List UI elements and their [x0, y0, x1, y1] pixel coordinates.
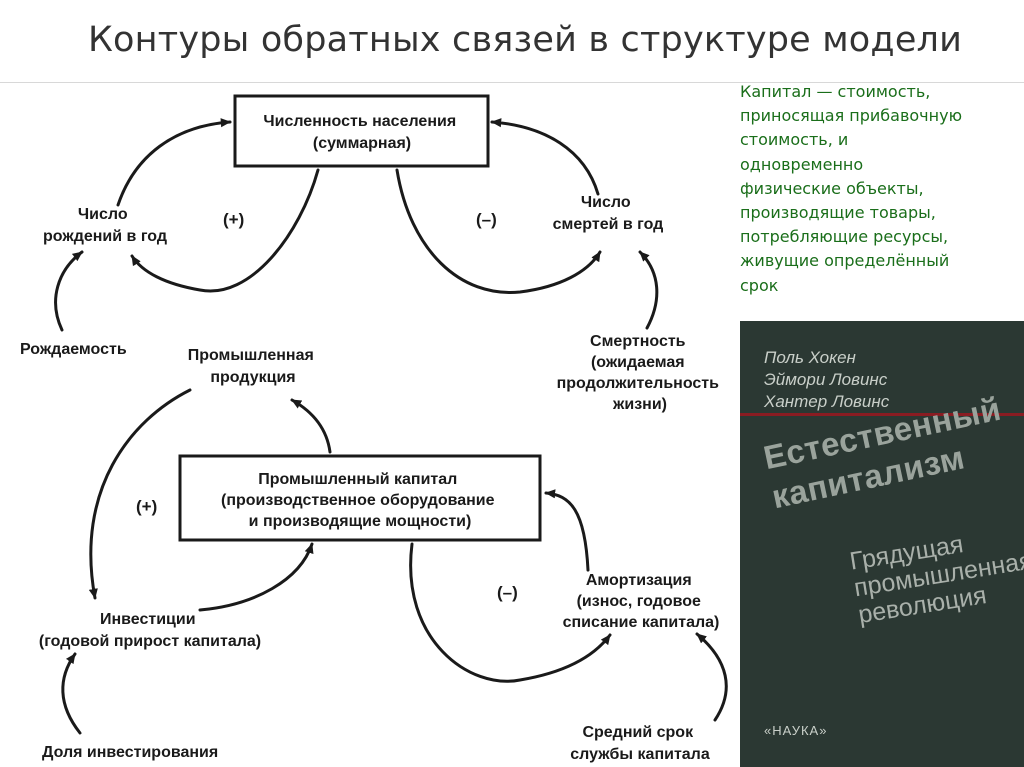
depreciation-label: Амортизация (износ, годовое списание кап… — [563, 572, 720, 631]
book-author: Эймори Ловинс — [764, 369, 889, 391]
mortality-line: (ожидаемая — [591, 354, 685, 371]
arrow-births-to-population — [118, 122, 230, 205]
population-label: Численность населения (суммарная) — [263, 113, 460, 152]
arrow-deaths-to-population — [492, 122, 598, 194]
fertility-label: Рождаемость — [20, 341, 127, 358]
mortality-line: продолжительность — [557, 375, 720, 392]
investment-loop-sign: (+) — [136, 497, 157, 516]
note-line: приносящая прибавочную — [740, 104, 1020, 128]
arrow-mortality-to-deaths — [640, 252, 657, 328]
book-authors: Поль Хокен Эймори Ловинс Хантер Ловинс — [764, 347, 889, 413]
feedback-loop-diagram: Численность населения (суммарная) Число … — [0, 0, 740, 767]
depreciation-loop-sign: (–) — [497, 583, 518, 602]
note-line: стоимость, и — [740, 128, 1020, 152]
industrial-output-line: продукция — [210, 369, 295, 386]
investment-label: Инвестиции (годовой прирост капитала) — [39, 611, 261, 650]
arrow-fertility-to-births — [56, 252, 82, 330]
arrow-depreciation-to-capital — [546, 493, 588, 570]
mortality-line: Смертность — [590, 333, 686, 350]
book-author: Хантер Ловинс — [764, 391, 889, 413]
note-line: срок — [740, 274, 1020, 298]
capital-lifetime-label: Средний срок службы капитала — [570, 724, 710, 763]
industrial-capital-line: Промышленный капитал — [258, 471, 457, 488]
industrial-output-line: Промышленная — [188, 347, 314, 364]
book-author: Поль Хокен — [764, 347, 889, 369]
note-line: одновременно — [740, 153, 1020, 177]
arrow-lifetime-to-depreciation — [697, 634, 726, 720]
arrow-capital-to-depreciation — [411, 544, 610, 681]
population-line: Численность населения — [263, 113, 456, 130]
depreciation-line: списание капитала) — [563, 614, 720, 631]
note-line: производящие товары, — [740, 201, 1020, 225]
book-publisher: «НАУКА» — [764, 723, 827, 738]
deaths-line: смертей в год — [553, 216, 664, 233]
capital-definition-note: Капитал — стоимость, приносящая прибавоч… — [740, 80, 1020, 298]
deaths-label: Число смертей в год — [553, 194, 664, 233]
investment-rate-label: Доля инвестирования — [42, 744, 218, 761]
note-line: живущие определённый — [740, 249, 1020, 273]
deaths-loop-sign: (–) — [476, 210, 497, 229]
births-line: Число — [78, 206, 128, 223]
investment-line: (годовой прирост капитала) — [39, 633, 261, 650]
industrial-capital-line: (производственное оборудование — [221, 492, 495, 509]
population-box — [235, 96, 488, 166]
births-loop-sign: (+) — [223, 210, 244, 229]
arrow-output-to-investment — [91, 390, 190, 598]
deaths-line: Число — [581, 194, 631, 211]
arrow-investment-rate-to-investment — [63, 654, 80, 733]
arrow-capital-to-output — [292, 400, 330, 452]
industrial-capital-label: Промышленный капитал (производственное о… — [221, 471, 499, 530]
investment-line: Инвестиции — [100, 611, 196, 628]
arrow-investment-to-capital — [200, 544, 312, 610]
capital-lifetime-line: службы капитала — [570, 746, 710, 763]
capital-lifetime-line: Средний срок — [582, 724, 694, 741]
industrial-capital-line: и производящие мощности) — [249, 513, 472, 530]
note-line: Капитал — стоимость, — [740, 80, 1020, 104]
depreciation-line: Амортизация — [586, 572, 692, 589]
note-line: физические объекты, — [740, 177, 1020, 201]
mortality-line: жизни) — [612, 396, 667, 413]
births-label: Число рождений в год — [43, 206, 167, 245]
book-subtitle: Грядущая промышленная революция — [848, 521, 1024, 629]
births-line: рождений в год — [43, 228, 167, 245]
population-line: (суммарная) — [313, 135, 411, 152]
mortality-label: Смертность (ожидаемая продолжительность … — [557, 333, 724, 413]
industrial-output-label: Промышленная продукция — [188, 347, 319, 386]
book-cover-image: Поль Хокен Эймори Ловинс Хантер Ловинс Е… — [740, 321, 1024, 767]
depreciation-line: (износ, годовое — [577, 593, 701, 610]
note-line: потребляющие ресурсы, — [740, 225, 1020, 249]
